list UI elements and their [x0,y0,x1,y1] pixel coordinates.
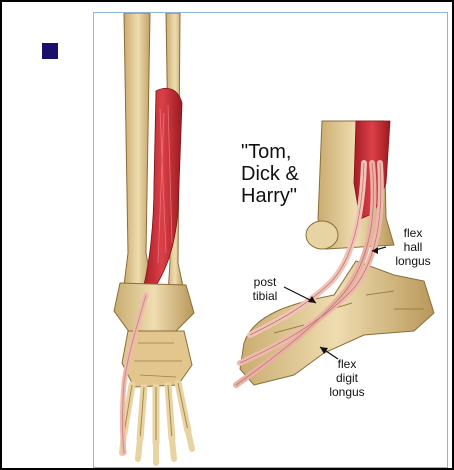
anatomy-illustration: "Tom, Dick & Harry" flex hall longus pos… [93,12,448,468]
label-flex-hall-longus: flex hall longus [387,226,439,268]
talus-bone [114,283,194,333]
bullet-square [42,43,58,59]
tibia-bone [124,13,152,285]
label-post-tibial: post tibial [244,275,286,303]
left-leg [114,13,194,463]
label-flex-digit-longus: flex digit longus [320,357,374,399]
mnemonic-caption: "Tom, Dick & Harry" [241,141,321,207]
